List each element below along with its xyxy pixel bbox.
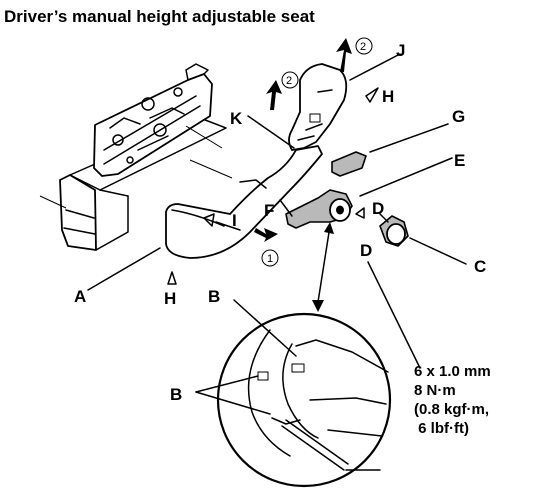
- label-c: C: [474, 257, 486, 276]
- leader-lines: [87, 53, 467, 369]
- label-g: G: [452, 107, 465, 126]
- label-h-bottom: H: [164, 289, 176, 308]
- spec-torque-kgfm: (0.8 kgf·m,: [414, 401, 489, 418]
- label-b-top: B: [208, 287, 220, 306]
- label-e: E: [454, 151, 465, 170]
- part-g: [331, 151, 367, 177]
- triangle-marker-h-top: [365, 87, 379, 103]
- b-callout-lines: [195, 299, 297, 415]
- step-2-top-label: 2: [360, 41, 366, 53]
- lever-handle-e: [285, 189, 353, 229]
- triangle-marker-h-bottom: [167, 271, 177, 285]
- diagram-title: Driver’s manual height adjustable seat: [4, 7, 315, 26]
- side-cover-a: [165, 145, 323, 259]
- removal-arrows: [254, 37, 373, 267]
- seat-frame: [39, 63, 233, 251]
- label-d-upper: D: [372, 199, 384, 218]
- label-i: I: [232, 211, 237, 230]
- spec-bolt-size: 6 x 1.0 mm: [414, 363, 491, 380]
- spec-torque-nm: 8 N·m: [414, 382, 456, 399]
- bolt-c: [379, 213, 409, 247]
- label-k: K: [230, 109, 243, 128]
- label-d-lower: D: [360, 241, 372, 260]
- label-f: F: [264, 201, 274, 220]
- detail-magnifier: [216, 312, 392, 488]
- triangle-marker-i: [203, 213, 215, 227]
- label-h-top: H: [382, 87, 394, 106]
- trim-piece-j: [288, 63, 348, 151]
- step-1-label: 1: [267, 253, 273, 265]
- label-b-left: B: [170, 385, 182, 404]
- spec-torque-lbfft: 6 lbf·ft): [414, 420, 469, 437]
- label-j: J: [396, 41, 405, 60]
- label-a: A: [74, 287, 86, 306]
- step-2-left-label: 2: [286, 75, 292, 87]
- triangle-marker-d: [355, 207, 365, 219]
- torque-spec: 6 x 1.0 mm 8 N·m (0.8 kgf·m, 6 lbf·ft): [414, 363, 491, 437]
